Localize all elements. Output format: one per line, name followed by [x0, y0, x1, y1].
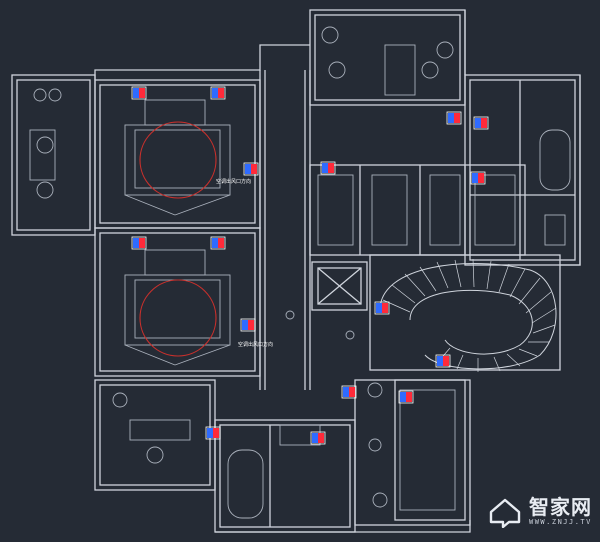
- ac-units: [131, 86, 489, 445]
- ac-unit: [374, 301, 390, 315]
- watermark: 智家网 WWW.ZNJJ.TV: [485, 494, 592, 528]
- upper-bedroom-note: 空调出风口方向: [216, 179, 252, 185]
- ac-unit: [205, 426, 221, 440]
- ac-unit: [131, 236, 147, 250]
- ac-unit: [310, 431, 326, 445]
- upper-bed-circle: [139, 121, 217, 199]
- ac-unit: [398, 390, 414, 404]
- walls: [11, 9, 581, 533]
- lower-bedroom-note: 空调出风口方向: [238, 342, 274, 348]
- furniture: [29, 26, 571, 519]
- ac-unit: [240, 318, 256, 332]
- ac-unit: [131, 86, 147, 100]
- watermark-brand: 智家网: [529, 494, 592, 519]
- ac-unit: [320, 161, 336, 175]
- spiral-staircase: [379, 258, 557, 372]
- ac-unit: [341, 385, 357, 399]
- ac-unit: [210, 86, 226, 100]
- ac-unit: [243, 162, 259, 176]
- ac-unit: [470, 171, 486, 185]
- ac-unit: [446, 111, 462, 125]
- bed-highlight-circles: [139, 121, 217, 357]
- watermark-url: WWW.ZNJJ.TV: [529, 517, 592, 526]
- ac-unit: [473, 116, 489, 130]
- lower-bed-circle: [139, 279, 217, 357]
- ac-unit: [210, 236, 226, 250]
- ac-unit: [435, 354, 451, 368]
- house-chat-icon: [489, 498, 521, 528]
